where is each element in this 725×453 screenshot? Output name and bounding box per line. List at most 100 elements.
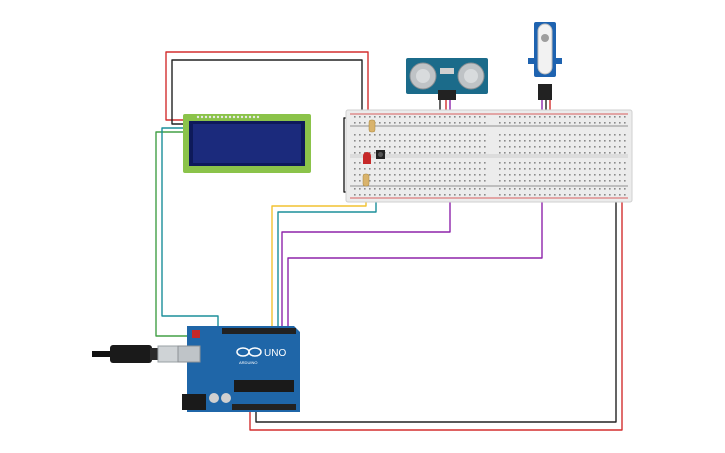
breadboard-hole <box>474 194 476 196</box>
breadboard-hole <box>404 194 406 196</box>
resistor-bottom[interactable] <box>362 173 370 187</box>
breadboard-hole <box>514 180 516 182</box>
usb-cable-icon <box>92 345 191 363</box>
breadboard-hole <box>519 152 521 154</box>
breadboard-hole <box>464 134 466 136</box>
breadboard-hole <box>369 168 371 170</box>
breadboard-hole <box>434 140 436 142</box>
breadboard-hole <box>624 194 626 196</box>
breadboard-hole <box>469 140 471 142</box>
breadboard-hole <box>414 134 416 136</box>
breadboard-hole <box>554 188 556 190</box>
lcd-pin <box>232 115 236 119</box>
breadboard-hole <box>409 140 411 142</box>
breadboard-hole <box>374 174 376 176</box>
breadboard-hole <box>449 116 451 118</box>
breadboard-hole <box>504 134 506 136</box>
breadboard-hole <box>594 140 596 142</box>
breadboard-hole <box>569 188 571 190</box>
breadboard-hole <box>439 168 441 170</box>
breadboard-hole <box>544 188 546 190</box>
breadboard-hole <box>399 168 401 170</box>
resistor-top[interactable] <box>368 119 376 133</box>
lcd-module <box>183 114 311 173</box>
breadboard-hole <box>434 116 436 118</box>
breadboard-hole <box>544 180 546 182</box>
usb-plug-strain-relief <box>150 348 158 360</box>
breadboard-hole <box>374 162 376 164</box>
breadboard-hole <box>544 122 546 124</box>
lcd-screen <box>193 124 301 163</box>
breadboard-hole <box>429 194 431 196</box>
arduino-board-label: UNO <box>264 348 286 359</box>
led-red[interactable] <box>363 152 371 164</box>
breadboard-hole <box>474 162 476 164</box>
breadboard-hole <box>354 140 356 142</box>
breadboard-hole <box>604 152 606 154</box>
breadboard-hole <box>574 174 576 176</box>
wire-teal-lcd-arduino[interactable] <box>161 127 219 326</box>
breadboard-hole <box>499 194 501 196</box>
breadboard-hole <box>409 134 411 136</box>
breadboard-hole <box>384 188 386 190</box>
breadboard-hole <box>464 122 466 124</box>
breadboard-hole <box>399 174 401 176</box>
breadboard-hole <box>424 180 426 182</box>
wire-red-arduino-5v[interactable] <box>249 195 623 431</box>
breadboard-hole <box>574 188 576 190</box>
pushbutton-cap[interactable] <box>378 152 383 157</box>
breadboard-hole <box>569 146 571 148</box>
breadboard-hole <box>504 174 506 176</box>
breadboard-hole <box>519 122 521 124</box>
breadboard-hole <box>509 140 511 142</box>
breadboard-hole <box>354 152 356 154</box>
breadboard-hole <box>484 122 486 124</box>
breadboard-hole <box>394 188 396 190</box>
wire-teal-breadboard-arduino[interactable] <box>277 190 377 328</box>
breadboard-hole <box>524 134 526 136</box>
breadboard-hole <box>589 188 591 190</box>
breadboard-hole <box>554 146 556 148</box>
breadboard-hole <box>384 122 386 124</box>
breadboard-hole <box>369 116 371 118</box>
breadboard-hole <box>589 140 591 142</box>
breadboard-hole <box>574 116 576 118</box>
breadboard-hole <box>504 116 506 118</box>
breadboard-hole <box>459 168 461 170</box>
breadboard-hole <box>559 140 561 142</box>
wire-red-lcd-loop[interactable] <box>165 51 369 122</box>
breadboard-hole <box>379 174 381 176</box>
breadboard-hole <box>534 116 536 118</box>
wire-black-arduino-gnd[interactable] <box>255 191 617 423</box>
breadboard-hole <box>484 152 486 154</box>
reset-button-icon[interactable] <box>192 330 200 338</box>
breadboard-hole <box>469 194 471 196</box>
breadboard-hole <box>454 162 456 164</box>
breadboard-hole <box>484 146 486 148</box>
breadboard-hole <box>479 116 481 118</box>
breadboard-hole <box>604 180 606 182</box>
wire-black-lcd-loop[interactable] <box>171 59 363 125</box>
breadboard-hole <box>389 180 391 182</box>
breadboard-hole <box>389 122 391 124</box>
lcd-pin <box>240 115 244 119</box>
breadboard-hole <box>524 168 526 170</box>
breadboard-hole <box>439 174 441 176</box>
breadboard-hole <box>569 122 571 124</box>
breadboard-hole <box>409 180 411 182</box>
breadboard-hole <box>619 152 621 154</box>
breadboard-hole <box>529 168 531 170</box>
breadboard-hole <box>459 146 461 148</box>
breadboard-hole <box>599 152 601 154</box>
breadboard-hole <box>599 168 601 170</box>
breadboard-hole <box>359 168 361 170</box>
breadboard-hole <box>454 180 456 182</box>
breadboard-hole <box>584 146 586 148</box>
breadboard-hole <box>579 194 581 196</box>
breadboard-hole <box>604 194 606 196</box>
wire-yellow-breadboard-arduino[interactable] <box>271 190 367 328</box>
breadboard-hole <box>364 194 366 196</box>
breadboard-hole <box>504 122 506 124</box>
breadboard-hole <box>519 116 521 118</box>
breadboard-hole <box>594 188 596 190</box>
